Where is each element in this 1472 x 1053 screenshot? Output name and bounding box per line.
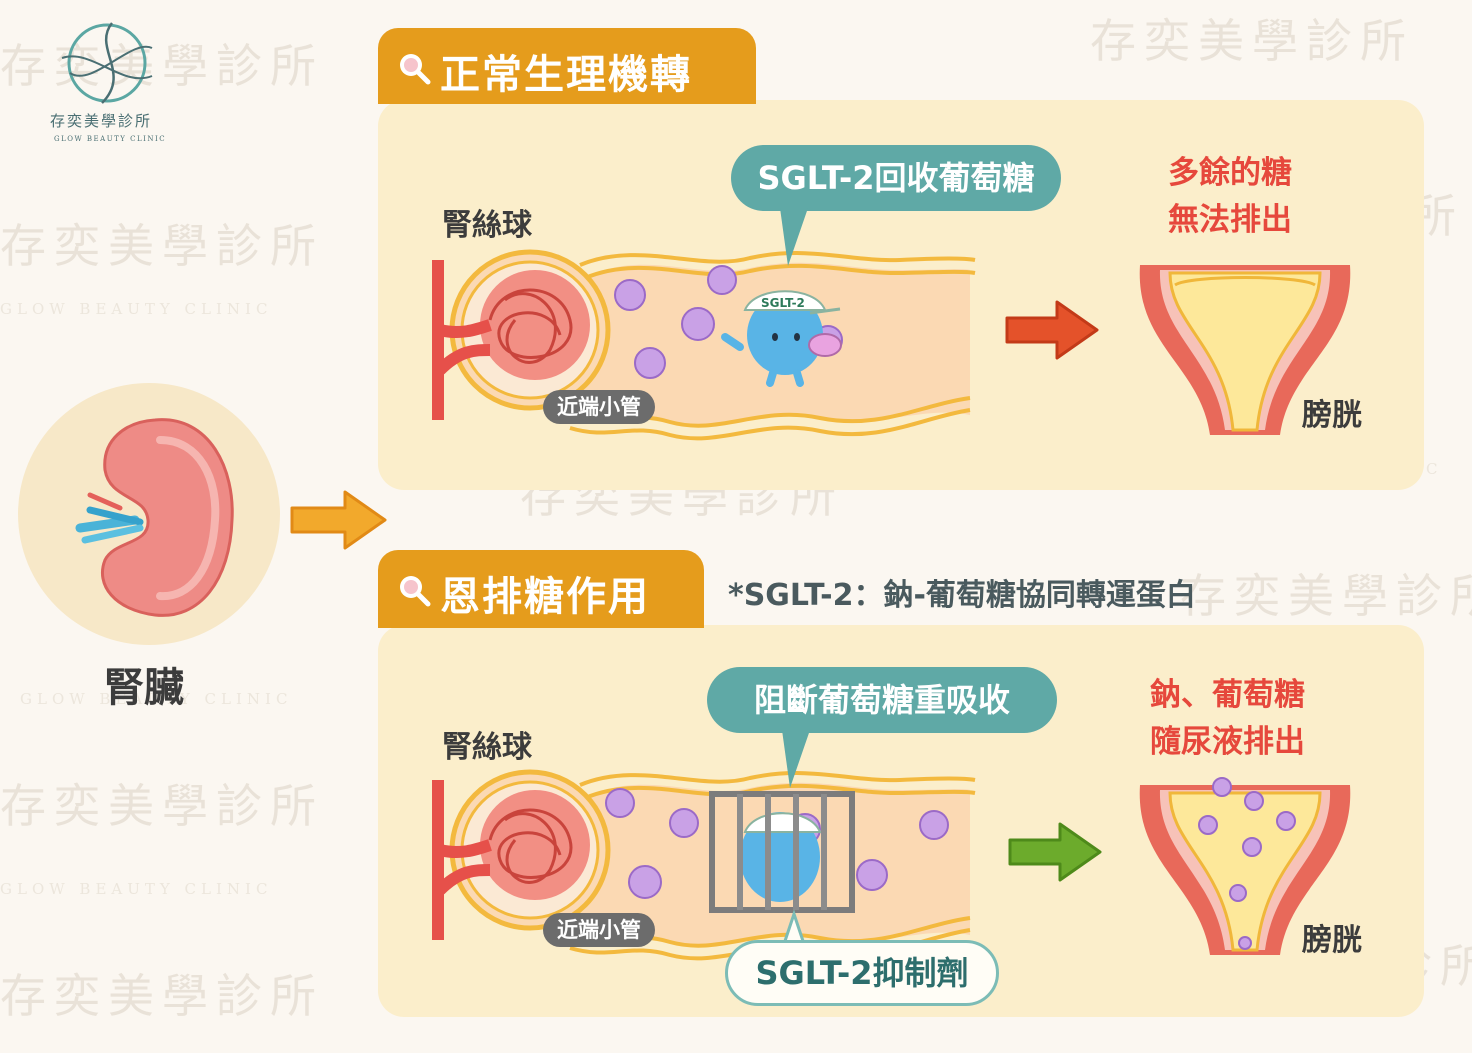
watermark-text: 存奕美學診所	[1180, 569, 1472, 623]
normal-physiology-tab: 正常生理機轉	[378, 28, 756, 104]
bladder-label: 膀胱	[1302, 923, 1362, 958]
sglt2-definition-note: *SGLT-2：鈉-葡萄糖協同轉運蛋白	[728, 578, 1196, 613]
bladder-with-glucose-icon	[1139, 777, 1351, 955]
bladder-label: 膀胱	[1302, 398, 1362, 433]
result-text-line2: 無法排出	[1168, 202, 1292, 238]
block-reabsorption-bubble: 阻斷葡萄糖重吸收	[707, 667, 1057, 733]
kidney-label: 腎臟	[104, 665, 184, 711]
normal-physiology-title: 正常生理機轉	[440, 52, 692, 98]
sglt2-inhibitor-label: SGLT-2抑制劑	[725, 940, 999, 1006]
empagliflozin-tab: 恩排糖作用	[378, 550, 704, 628]
result-text-line1: 鈉、葡萄糖	[1150, 677, 1305, 713]
logo-mark-icon	[61, 22, 153, 104]
logo-name: 存奕美學診所	[50, 112, 153, 130]
bubble-tail	[782, 730, 810, 788]
arrow-right-icon	[1005, 300, 1099, 360]
logo-subtitle: GLOW BEAUTY CLINIC	[54, 135, 167, 143]
proximal-tubule-label: 近端小管	[543, 390, 655, 424]
sglt2-cap-label: SGLT-2	[761, 296, 805, 310]
watermark-text: 存奕美學診所	[0, 219, 324, 273]
proximal-tubule-label: 近端小管	[543, 913, 655, 947]
bubble-tail	[780, 208, 808, 266]
glomerulus-label: 腎絲球	[442, 730, 532, 765]
sglt2-character-icon: SGLT-2	[721, 290, 842, 387]
watermark-text: 存奕美學診所	[1090, 14, 1414, 68]
caged-sglt2-icon	[709, 791, 855, 913]
glucose-molecules	[614, 265, 843, 379]
bladder-icon	[1139, 265, 1351, 435]
watermark-text-en: GLOW BEAUTY CLINIC	[20, 690, 293, 708]
empagliflozin-title: 恩排糖作用	[440, 574, 650, 620]
watermark-text: 存奕美學診所	[0, 779, 324, 833]
bubble-tail	[782, 909, 806, 945]
result-text-line1: 多餘的糖	[1168, 155, 1292, 191]
watermark-text-en: GLOW BEAUTY CLINIC	[0, 300, 273, 318]
kidney-icon	[75, 418, 234, 617]
glomerulus-label: 腎絲球	[442, 208, 532, 243]
sglt2-reabsorb-bubble: SGLT-2回收葡萄糖	[731, 145, 1061, 211]
arrow-right-icon	[290, 490, 387, 550]
watermark-text-en: GLOW BEAUTY CLINIC	[0, 880, 273, 898]
watermark-text: 存奕美學診所	[0, 969, 324, 1023]
watermark-text: 存奕美學診所	[0, 39, 324, 93]
magnifier-icon	[400, 576, 431, 607]
arrow-right-icon	[1008, 822, 1102, 882]
result-text-line2: 隨尿液排出	[1150, 724, 1305, 760]
magnifier-icon	[400, 54, 431, 85]
